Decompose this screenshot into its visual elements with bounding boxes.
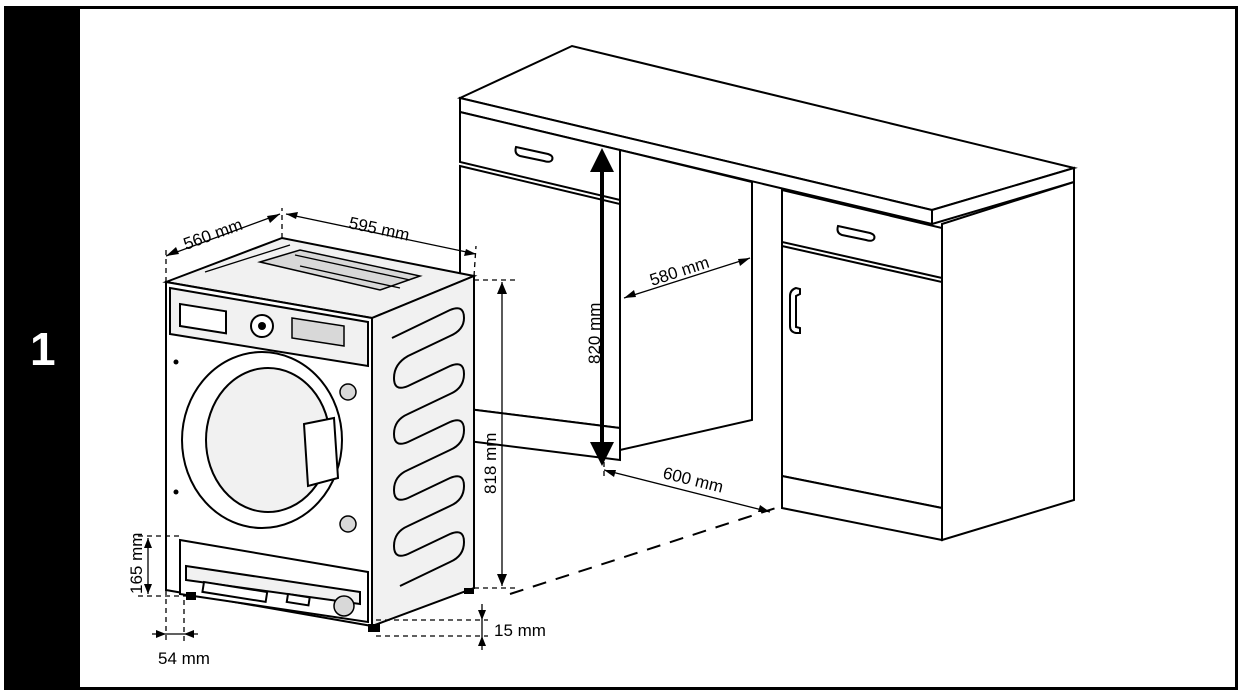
display-panel bbox=[291, 317, 345, 347]
front-foot bbox=[186, 592, 196, 600]
right-cabinet-door bbox=[781, 244, 943, 510]
detergent-drawer bbox=[179, 302, 227, 335]
machine-top-panel bbox=[257, 249, 423, 291]
right-door-handle bbox=[789, 286, 801, 334]
kitchen-cabinet bbox=[456, 44, 1078, 542]
step-sidebar bbox=[4, 6, 80, 690]
top-rail bbox=[299, 265, 401, 289]
machine-side bbox=[371, 274, 475, 628]
plinth-rail bbox=[185, 564, 361, 606]
hinge bbox=[339, 383, 357, 401]
washing-machine bbox=[162, 236, 478, 632]
label-width: 595 mm bbox=[347, 213, 411, 244]
right-cabinet-side bbox=[941, 180, 1075, 542]
label-machine-height: 818 mm bbox=[481, 433, 500, 494]
right-drawer-handle bbox=[836, 224, 876, 242]
fixing-point bbox=[173, 489, 179, 495]
program-knob-center bbox=[258, 322, 266, 330]
dimension-lines bbox=[138, 148, 783, 650]
hinge bbox=[339, 515, 357, 533]
cabinet-opening-back bbox=[619, 148, 753, 452]
pump-filter bbox=[333, 595, 355, 617]
top-rail bbox=[294, 254, 411, 281]
plinth-slot bbox=[201, 580, 269, 604]
plinth-slot bbox=[285, 592, 311, 607]
fixing-point bbox=[173, 359, 179, 365]
label-cabinet-width: 600 mm bbox=[661, 463, 725, 496]
front-foot bbox=[368, 624, 380, 632]
door-handle bbox=[302, 416, 340, 488]
label-plinth-height: 165 mm bbox=[127, 533, 146, 594]
rear-foot bbox=[464, 588, 474, 594]
side-serpentine-tube bbox=[391, 307, 466, 587]
step-number: 1 bbox=[30, 323, 56, 375]
left-cabinet-door bbox=[459, 164, 621, 430]
left-drawer-handle bbox=[514, 145, 554, 163]
label-plinth-offset: 54 mm bbox=[158, 649, 210, 668]
label-depth: 560 mm bbox=[181, 215, 245, 254]
label-cabinet-height: 820 mm bbox=[585, 303, 604, 364]
label-foot-clearance: 15 mm bbox=[494, 621, 546, 640]
top-rail bbox=[204, 244, 291, 273]
